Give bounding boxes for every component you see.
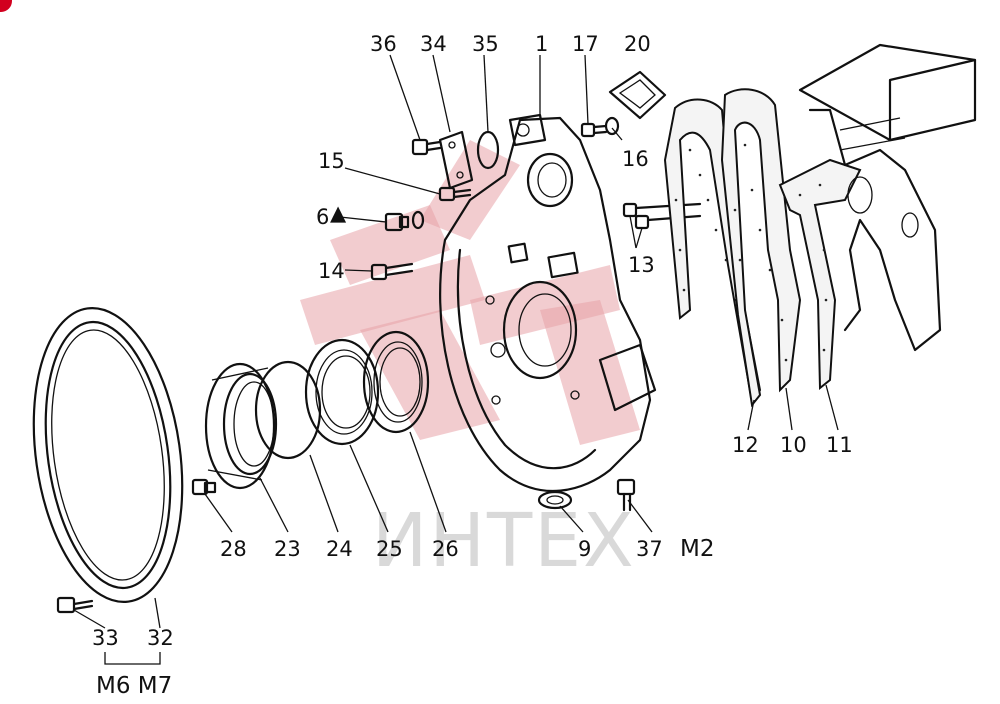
callout-20: 20 xyxy=(624,32,651,56)
callout-14: 14 xyxy=(318,259,345,283)
callout-35: 35 xyxy=(472,32,499,56)
model-tag-m2: M2 xyxy=(680,536,714,562)
part-13-bolts xyxy=(622,202,702,230)
part-20-cover xyxy=(608,70,667,120)
callout-26: 26 xyxy=(432,537,459,561)
callout-10: 10 xyxy=(780,433,807,457)
part-33-bolt xyxy=(56,596,94,614)
callout-15: 15 xyxy=(318,149,345,173)
callout-labels: 36 34 35 1 17 20 16 15 6 ▲ 14 13 12 10 1… xyxy=(92,32,853,699)
watermark-logo xyxy=(300,140,640,445)
part-25-oil-seal xyxy=(304,338,380,446)
leader-lines xyxy=(73,54,839,665)
watermark-text: ИНТЕХ xyxy=(372,498,636,584)
part-11-gasket xyxy=(778,158,862,391)
callout-28: 28 xyxy=(220,537,247,561)
callout-13: 13 xyxy=(628,253,655,277)
callout-11: 11 xyxy=(826,433,853,457)
part-36-bolt xyxy=(411,138,442,156)
part-10-gasket xyxy=(720,88,802,408)
callout-25: 25 xyxy=(376,537,403,561)
part-9-washer xyxy=(537,490,573,510)
callout-23: 23 xyxy=(274,537,301,561)
callout-17: 17 xyxy=(572,32,599,56)
callout-37: 37 xyxy=(636,537,663,561)
part-34-cover-plate xyxy=(438,130,474,190)
callout-6: 6 xyxy=(316,205,329,229)
part-14-stud xyxy=(370,262,414,281)
callout-34: 34 xyxy=(420,32,447,56)
part-24-o-ring xyxy=(254,360,322,460)
engine-block xyxy=(798,43,977,352)
part-1-main-housing xyxy=(439,113,657,493)
part-28-plug xyxy=(191,478,217,496)
callout-6-marker: ▲ xyxy=(330,201,347,225)
callout-12: 12 xyxy=(732,433,759,457)
callout-33: 33 xyxy=(92,626,119,650)
part-26-oil-seal xyxy=(362,330,430,434)
model-tag-m6-m7: M6 M7 xyxy=(96,673,172,699)
callout-1: 1 xyxy=(535,32,548,56)
callout-9: 9 xyxy=(578,537,591,561)
part-16-washer xyxy=(604,116,620,136)
part-17-bolt xyxy=(580,122,608,138)
part-32-housing-ring xyxy=(32,306,184,604)
callout-16: 16 xyxy=(622,147,649,171)
part-23-seal-carrier xyxy=(204,362,278,490)
callout-24: 24 xyxy=(326,537,353,561)
callout-32: 32 xyxy=(147,626,174,650)
callout-36: 36 xyxy=(370,32,397,56)
